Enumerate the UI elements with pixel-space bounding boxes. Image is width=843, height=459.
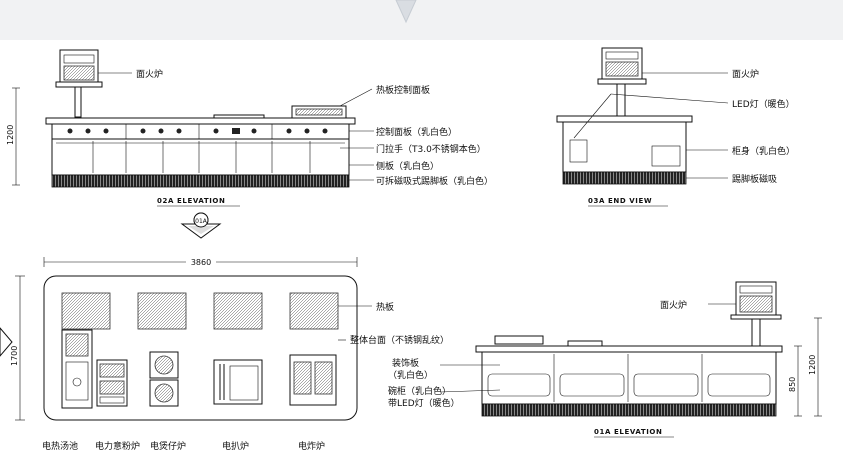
label-salamander-02a: 面火炉 xyxy=(136,68,163,80)
label-door-handle: 门拉手（T3.0不锈钢本色） xyxy=(376,143,486,155)
label-deco-panel-color: （乳白色） xyxy=(388,369,433,381)
label-appliance-soup: 电热汤池 xyxy=(42,440,78,452)
label-kickplate-03a: 踢脚板磁吸 xyxy=(732,173,777,185)
plan-hotplate-4 xyxy=(289,292,339,330)
dim-1700: 1700 xyxy=(10,346,19,366)
cabinet-01a xyxy=(481,351,777,405)
view-arrow-icon xyxy=(0,327,13,357)
label-countertop-plan: 整体台面（不锈钢乱纹） xyxy=(350,334,449,346)
dim-1200-01a: 1200 xyxy=(808,355,817,375)
dim-3860: 3860 xyxy=(191,258,211,267)
control-panel-strip xyxy=(51,123,350,140)
label-kickplate-02a: 可拆磁吸式踢脚板（乳白色） xyxy=(376,175,493,187)
section-marker-icon: 01A xyxy=(180,212,222,239)
label-hotplate-panel: 热板控制面板 xyxy=(376,84,430,96)
caption-02a: 02A ELEVATION xyxy=(157,197,225,205)
caption-01a: 01A ELEVATION xyxy=(594,428,662,436)
countertop xyxy=(45,117,356,125)
collapse-chevron-icon[interactable] xyxy=(395,0,417,24)
endview-countertop xyxy=(556,115,693,123)
label-salamander-03a: 面火炉 xyxy=(732,68,759,80)
appliance-pasta-cooker xyxy=(96,359,128,407)
label-appliance-griddle: 电扒炉 xyxy=(222,440,249,452)
plan-view: 3860 1700 xyxy=(0,256,449,452)
label-control-panel: 控制面板（乳白色） xyxy=(376,126,457,138)
cabinet-body xyxy=(51,138,350,176)
label-deco-panel: 装饰板 xyxy=(392,357,419,369)
caption-03a: 03A END VIEW xyxy=(588,197,652,205)
label-hotplate-plan: 热板 xyxy=(376,301,394,313)
label-side-panel: 侧板（乳白色） xyxy=(376,160,439,172)
label-appliance-pasta: 电力意粉炉 xyxy=(95,440,140,452)
label-appliance-claypot: 电煲仔炉 xyxy=(150,440,186,452)
elevation-02a: 1200 面火炉 热板控制面板 控制面板（乳白色） 门拉手（T3.0不锈钢本色）… xyxy=(6,49,493,239)
label-appliance-fryer: 电炸炉 xyxy=(298,440,325,452)
kickplate-03a xyxy=(562,171,687,185)
kickplate-02a xyxy=(51,174,350,188)
label-cabinet-led: 带LED灯（暖色） xyxy=(388,397,460,409)
plan-hotplate-3 xyxy=(213,292,263,330)
label-led: LED灯（暖色） xyxy=(732,98,795,110)
label-cabinet-01a: 碗柜（乳白色） xyxy=(388,385,451,397)
appliance-soup-pool xyxy=(61,329,93,409)
header-band xyxy=(0,0,843,40)
endview-cabinet xyxy=(562,121,687,173)
appliance-claypot-stove xyxy=(149,351,179,407)
control-knobs xyxy=(67,128,328,134)
section-mark-label: 01A xyxy=(195,218,208,225)
plan-hotplate-2 xyxy=(137,292,187,330)
label-cabinet-03a: 柜身（乳白色） xyxy=(732,145,795,157)
dim-1200-02a: 1200 xyxy=(6,125,15,145)
appliance-griddle xyxy=(213,359,263,405)
end-view-03a: 面火炉 LED灯（暖色） 柜身（乳白色） 踢脚板磁吸 03A END VIEW xyxy=(556,47,795,207)
label-salamander-01a: 面火炉 xyxy=(660,299,687,311)
plan-hotplate-1 xyxy=(61,292,111,330)
dim-850: 850 xyxy=(788,377,797,392)
elevation-01a: 850 1200 面火炉 装饰板 （乳白色） 碗柜（乳白色） 带LED灯（暖色）… xyxy=(388,281,822,438)
kickplate-01a xyxy=(481,403,777,417)
appliance-fryer xyxy=(289,354,337,406)
countertop-01a xyxy=(475,345,783,353)
